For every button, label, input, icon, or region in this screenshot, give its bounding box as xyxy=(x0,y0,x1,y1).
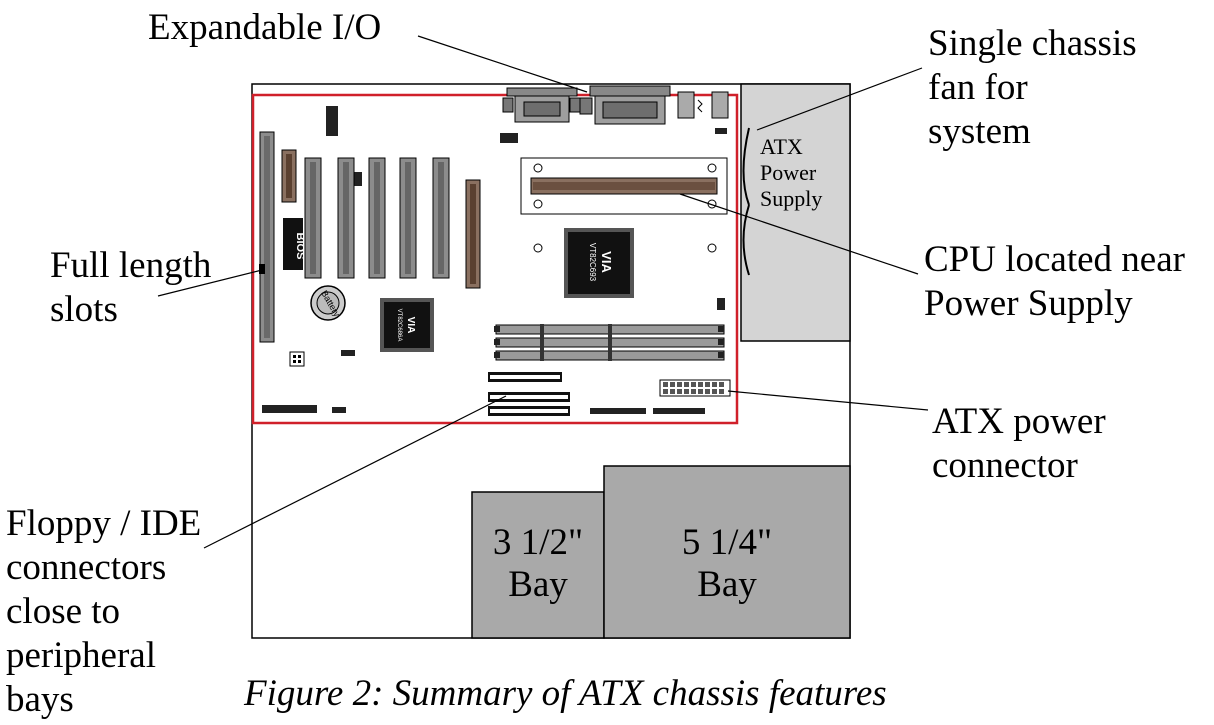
bay-35-box xyxy=(471,491,605,639)
fan-arc-bottom xyxy=(742,204,750,276)
label-full-length-slots: Full length slots xyxy=(50,245,212,330)
label-power-supply: ATX Power Supply xyxy=(760,134,823,211)
callout-chassis-fan xyxy=(756,67,923,131)
pci-slots xyxy=(304,157,450,279)
callout-full-length-slots xyxy=(157,269,263,297)
motherboard-outline xyxy=(251,93,739,425)
power-supply-box xyxy=(740,83,851,342)
southbridge-chip xyxy=(380,298,434,352)
label-atx-power-connector: ATX power connector xyxy=(932,401,1106,486)
io-connectors xyxy=(502,85,729,125)
label-chassis-fan: Single chassis fan for system xyxy=(928,23,1137,152)
callout-floppy-ide xyxy=(203,395,507,549)
figure-caption: Figure 2: Summary of ATX chassis feature… xyxy=(244,673,887,714)
label-bay-35: 3 1/2" Bay xyxy=(492,522,584,605)
northbridge-chip xyxy=(564,228,634,298)
fan-arc-top xyxy=(742,127,750,206)
bios-label: BIOS xyxy=(294,233,306,260)
label-cpu: CPU located near Power Supply xyxy=(924,239,1185,324)
headers xyxy=(262,106,727,414)
callout-atx-power xyxy=(727,390,929,411)
bay-525-box xyxy=(603,465,851,639)
bios-chip xyxy=(283,218,303,270)
callout-cpu xyxy=(679,193,919,275)
cpu-slot xyxy=(520,157,728,215)
label-bay-525: 5 1/4" Bay xyxy=(681,522,773,605)
northbridge-sublabel: VT82C693 xyxy=(588,243,597,282)
label-expandable-io: Expandable I/O xyxy=(148,7,382,48)
label-floppy-ide: Floppy / IDE connectors close to periphe… xyxy=(6,503,202,720)
floppy-ide-connectors xyxy=(488,372,570,416)
callout-expandable-io xyxy=(417,35,588,93)
southbridge-label: VIA xyxy=(405,317,416,334)
dimm-slots xyxy=(494,324,725,361)
northbridge-label: VIA xyxy=(599,251,614,273)
southbridge-sublabel: VT82C686A xyxy=(396,309,402,342)
